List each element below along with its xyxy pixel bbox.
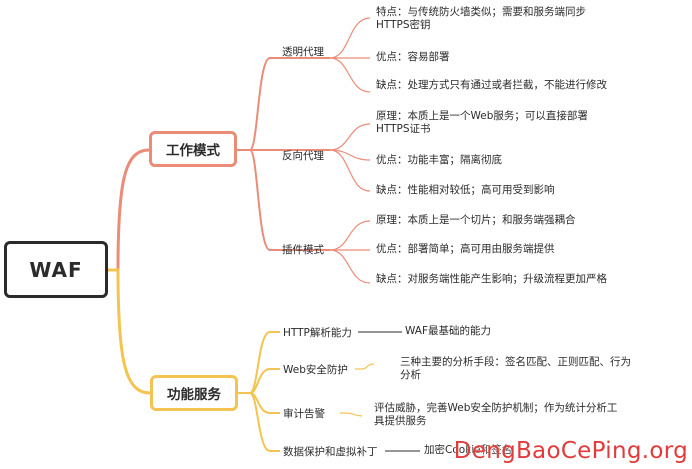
category-work-mode: 工作模式 [149, 131, 237, 167]
leaf-web-analysis: 三种主要的分析手段：签名匹配、正则匹配、行为分析 [400, 356, 631, 381]
link-func-audit [238, 392, 280, 414]
link-root-work [108, 148, 150, 272]
leaf-transparent-feature: 特点：与传统防火墙类似；需要和服务端同步HTTPS密钥 [376, 6, 586, 31]
sub-audit-alert: 审计告警 [283, 408, 325, 420]
sub-web-protection: Web安全防护 [283, 364, 348, 376]
link-transparent-1 [329, 17, 371, 59]
leaf-audit-evaluate: 评估威胁，完善Web安全防护机制；作为统计分析工具提供服务 [374, 402, 618, 427]
leaf-plugin-con: 缺点：对服务端性能产生影响；升级流程更加严格 [376, 273, 607, 285]
sub-plugin-mode: 插件模式 [282, 244, 324, 256]
link-reverse-3 [329, 149, 371, 192]
leaf-http-basic: WAF最基础的能力 [405, 325, 492, 337]
root-node-waf: WAF [4, 241, 108, 298]
link-root-func [108, 268, 151, 395]
link-work-plugin [237, 149, 330, 251]
leaf-plugin-principle: 原理：本质上是一个切片；和服务端强耦合 [376, 214, 576, 226]
leaf-reverse-principle: 原理：本质上是一个Web服务；可以直接部署HTTPS证书 [376, 110, 588, 135]
link-reverse-1 [329, 123, 371, 151]
link-func-web [238, 368, 280, 394]
leaf-transparent-con: 缺点：处理方式只有通过或者拦截，不能进行修改 [376, 79, 607, 91]
watermark-text: DengBaoCePing.org [453, 438, 688, 464]
link-func-data [238, 392, 280, 452]
leaf-data-cookie: 加密Cookie和签名 [424, 444, 513, 456]
sub-data-protection: 数据保护和虚拟补丁 [283, 446, 378, 458]
leaf-plugin-pro: 优点：部署简单；高可用由服务端提供 [376, 243, 555, 255]
link-plugin-1 [329, 220, 371, 251]
link-func-http [238, 331, 280, 394]
link-work-transparent [237, 57, 330, 151]
link-audit-leaf [340, 412, 363, 417]
leaf-reverse-pro: 优点：功能丰富；隔离彻底 [376, 154, 502, 166]
link-web-leaf [355, 363, 375, 370]
category-function-service: 功能服务 [150, 375, 238, 411]
sub-http-parsing: HTTP解析能力 [283, 327, 352, 339]
link-transparent-3 [329, 57, 371, 93]
leaf-reverse-con: 缺点：性能相对较低；高可用受到影响 [376, 184, 555, 196]
sub-transparent-proxy: 透明代理 [282, 46, 324, 58]
sub-reverse-proxy: 反向代理 [282, 150, 324, 162]
link-plugin-3 [329, 249, 371, 284]
leaf-transparent-pro: 优点：容易部署 [376, 51, 450, 63]
